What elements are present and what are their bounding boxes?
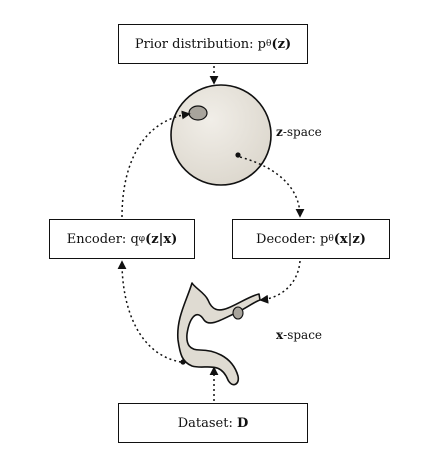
- arrow-z-to-decoder: [239, 156, 305, 218]
- prior-label-prefix: Prior distribution: p: [134, 36, 267, 52]
- encoder-label-sub: φ: [138, 234, 146, 244]
- z-space-suffix: -space: [282, 125, 322, 139]
- arrow-encoder-to-z: [121, 110, 191, 218]
- x-space-label: x-space: [276, 328, 322, 342]
- prior-label-args: (z): [271, 36, 292, 52]
- z-space-encoded-region: [188, 105, 208, 121]
- dataset-box: Dataset: D: [118, 403, 308, 443]
- dataset-label-bold: D: [236, 415, 249, 431]
- z-space-sample-point: [235, 152, 241, 158]
- x-space-data-point: [180, 359, 186, 365]
- z-space-sphere: [170, 84, 272, 186]
- x-space-manifold-outline: [177, 282, 261, 386]
- decoder-label-args: (x|z): [333, 231, 366, 247]
- dataset-label-prefix: Dataset:: [177, 415, 237, 431]
- z-space-label: z-space: [276, 125, 322, 139]
- x-space-suffix: -space: [283, 328, 323, 342]
- decoder-label-sub: θ: [328, 234, 334, 244]
- x-space-decoded-region: [232, 306, 244, 320]
- prior-label-sub: θ: [266, 39, 272, 49]
- encoder-label-args: (z|x): [145, 231, 178, 247]
- arrow-decoder-to-x: [259, 260, 301, 304]
- z-space-var: z: [276, 125, 283, 139]
- encoder-label-prefix: Encoder: q: [66, 231, 139, 247]
- decoder-label-prefix: Decoder: p: [256, 231, 329, 247]
- arrow-x-to-encoder: [117, 260, 182, 363]
- x-space-var: x: [276, 328, 284, 342]
